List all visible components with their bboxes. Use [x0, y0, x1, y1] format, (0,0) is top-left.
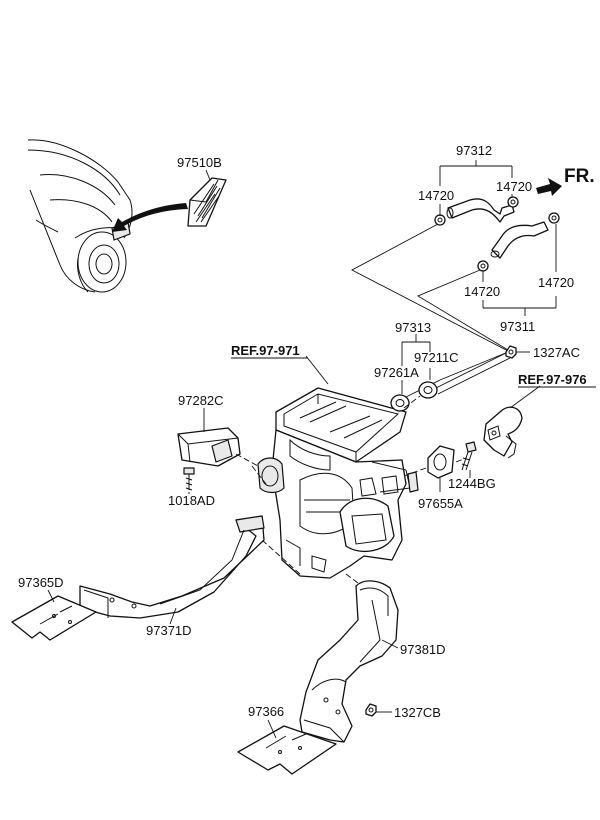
clamp-14720-lower-left: [477, 260, 489, 272]
leader-lines: [47, 160, 557, 739]
front-direction-label: FR.: [564, 166, 595, 187]
seal-97211C: [418, 381, 438, 399]
duct-97381D: [299, 580, 399, 743]
label-97261A: 97261A: [374, 365, 419, 380]
clamp-14720-lower-right: [548, 212, 560, 224]
label-97381D: 97381D: [400, 642, 446, 657]
label-97282C: 97282C: [178, 393, 224, 408]
ref-97-976-component: [483, 406, 523, 459]
label-1327AC: 1327AC: [533, 345, 580, 360]
label-97312: 97312: [456, 143, 492, 158]
nut-1327CB: [365, 703, 377, 717]
label-1327CB: 1327CB: [394, 705, 441, 720]
grommet-97655A: [427, 445, 455, 479]
screw-1018AD: [183, 467, 195, 491]
vehicle-front-inset: [27, 139, 133, 293]
hose-97312: [446, 198, 515, 223]
label-14720-upper-left: 14720: [418, 188, 454, 203]
clamp-14720-upper-left: [434, 214, 446, 226]
label-97313: 97313: [395, 320, 431, 335]
label-14720-upper-right: 14720: [496, 179, 532, 194]
nut-1327AC: [505, 345, 517, 359]
label-97211C: 97211C: [414, 350, 459, 365]
label-1018AD: 1018AD: [168, 493, 215, 508]
front-direction-arrow: [536, 178, 562, 196]
clamp-14720-upper-right: [507, 196, 519, 208]
heater-unit: [257, 387, 419, 579]
grille-arrow: [112, 203, 188, 232]
seal-97261A: [390, 394, 410, 412]
label-97371D: 97371D: [146, 623, 192, 638]
vent-grille-97510B: [187, 177, 227, 227]
hose-97311: [490, 221, 549, 259]
label-14720-lower-left: 14720: [464, 284, 500, 299]
screw-1244BG: [461, 441, 477, 471]
label-97365D: 97365D: [18, 575, 64, 590]
duct-97371D: [79, 515, 265, 619]
ref-97-971: REF.97-971: [231, 343, 300, 358]
floor-pad-97365D: [11, 595, 97, 641]
floor-pad-97366: [237, 725, 337, 775]
bracket-97282C: [177, 427, 241, 467]
label-1244BG: 1244BG: [448, 476, 496, 491]
label-14720-lower-right: 14720: [538, 275, 574, 290]
label-97510B: 97510B: [177, 155, 222, 170]
label-97311: 97311: [500, 319, 535, 334]
label-97655A: 97655A: [418, 496, 463, 511]
ref-97-976: REF.97-976: [518, 372, 587, 387]
label-97366: 97366: [248, 704, 284, 719]
